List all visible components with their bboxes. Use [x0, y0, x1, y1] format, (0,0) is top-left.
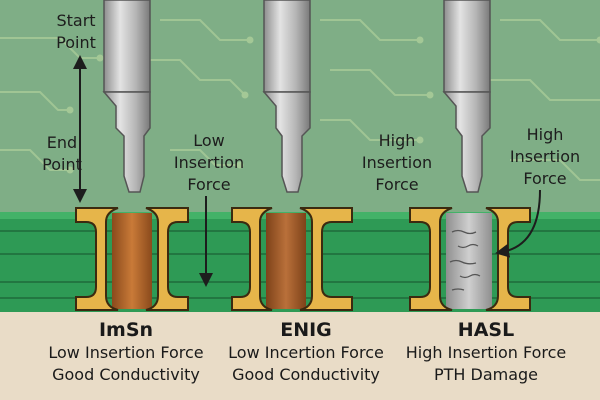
imsn-pad-right	[145, 207, 189, 311]
caption-title: ImSn	[98, 319, 154, 341]
hasl-pad-left	[409, 207, 453, 311]
caption-line: Low Insertion Force	[48, 343, 204, 362]
caption-line: High Insertion Force	[405, 343, 567, 362]
caption-title: ENIG	[280, 319, 332, 341]
caption-line: Good Conductivity	[52, 365, 200, 384]
caption-hasl: HASL High Insertion Force PTH Damage	[386, 318, 586, 386]
enig-pad-right	[299, 207, 353, 311]
caption-line: Low Incertion Force	[228, 343, 384, 362]
base-area	[0, 312, 600, 400]
caption-imsn: ImSn Low Insertion Force Good Conductivi…	[26, 318, 226, 386]
circuit-vias	[66, 36, 600, 174]
press-fit-pin-3	[442, 0, 491, 193]
caption-enig: ENIG Low Incertion Force Good Conductivi…	[206, 318, 406, 386]
caption-line: Good Conductivity	[232, 365, 380, 384]
press-fit-pin-1	[102, 0, 151, 193]
imsn-hole-fill	[112, 213, 152, 309]
hasl-plated-hole	[409, 207, 531, 311]
circuit-traces	[0, 19, 600, 181]
high-force-arrow	[495, 189, 541, 258]
hasl-crack-marks	[449, 229, 481, 291]
enig-pad-left	[231, 207, 273, 311]
imsn-plated-hole	[75, 207, 189, 311]
caption-title: HASL	[457, 319, 515, 341]
enig-plated-hole	[231, 207, 353, 311]
caption-line: PTH Damage	[433, 365, 539, 384]
imsn-pad-left	[75, 207, 119, 311]
press-fit-pin-2	[262, 0, 311, 193]
enig-hole-fill	[266, 213, 306, 309]
hasl-pad-right	[485, 207, 531, 311]
